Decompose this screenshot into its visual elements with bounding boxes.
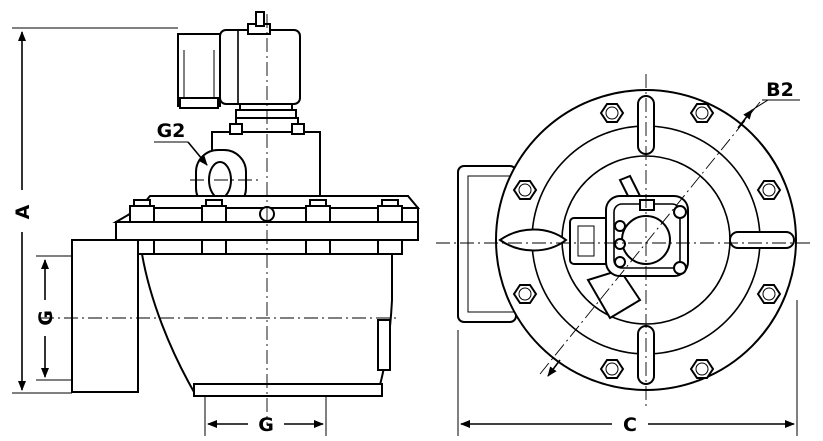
central-hub (569, 174, 689, 320)
side-view: A G G G2 (12, 11, 421, 436)
flange-bolts (129, 199, 403, 255)
g2-port-label: G2 (157, 120, 186, 142)
inlet-pipe (71, 239, 139, 393)
dimension-g-bottom-label: G (258, 414, 274, 436)
cover-top (137, 195, 421, 209)
dimension-c-label: C (623, 414, 637, 436)
top-bolts (512, 103, 782, 379)
solenoid-coil (177, 11, 301, 121)
dimension-b2-label: B2 (766, 79, 794, 101)
top-view: B2 C (436, 74, 810, 436)
outlet (193, 383, 383, 397)
valve-body (140, 253, 393, 393)
dimension-a-label: A (12, 204, 34, 219)
dimension-g-left-label: G (35, 310, 57, 326)
